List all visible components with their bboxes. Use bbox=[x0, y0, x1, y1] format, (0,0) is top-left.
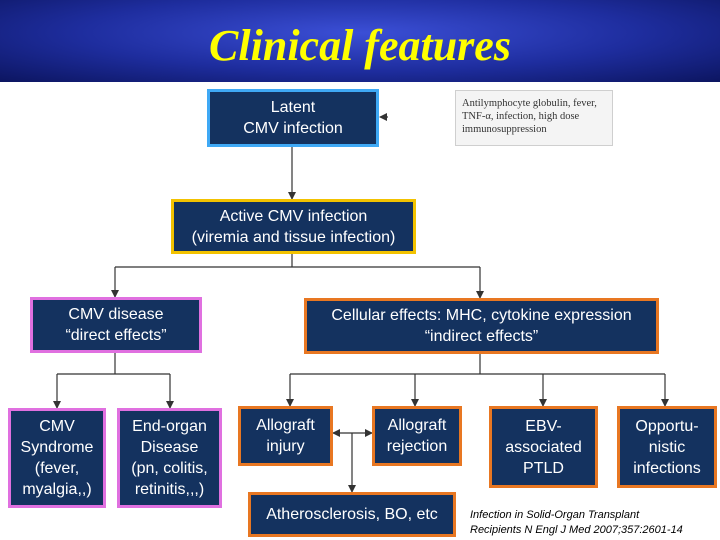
node-text: Latent bbox=[270, 99, 316, 116]
node-ebv-ptld: EBV- associated PTLD bbox=[489, 406, 598, 488]
node-allograft-rejection: Allograft rejection bbox=[372, 406, 462, 466]
node-text: Allograft bbox=[387, 417, 447, 434]
node-cmv-disease: CMV disease “direct effects” bbox=[30, 297, 202, 353]
node-opportunistic-infections: Opportu- nistic infections bbox=[617, 406, 717, 488]
node-text: Disease bbox=[140, 439, 199, 456]
citation: Infection in Solid-Organ Transplant Reci… bbox=[470, 508, 720, 538]
node-text: injury bbox=[266, 438, 305, 455]
node-text: CMV bbox=[39, 418, 75, 435]
node-text: (fever, bbox=[34, 460, 80, 477]
node-text: Opportu- bbox=[635, 417, 699, 435]
slide-title: Clinical features bbox=[209, 21, 511, 70]
node-text: associated bbox=[505, 438, 582, 456]
note-box: Antilymphocyte globulin, fever, TNF-α, i… bbox=[455, 90, 613, 146]
node-text: CMV disease bbox=[68, 306, 164, 323]
node-text: Active CMV infection bbox=[219, 207, 368, 225]
node-text: Allograft bbox=[256, 417, 315, 434]
node-text: “indirect effects” bbox=[424, 328, 539, 345]
node-text: (pn, colitis, bbox=[131, 460, 208, 477]
node-cellular-effects: Cellular effects: MHC, cytokine expressi… bbox=[304, 298, 659, 354]
citation-line: Recipients N Engl J Med 2007;357:2601-14 bbox=[470, 524, 683, 536]
node-text: retinitis,,,) bbox=[134, 481, 205, 498]
title-banner bbox=[0, 0, 720, 82]
node-text: rejection bbox=[386, 438, 448, 455]
note-text: Antilymphocyte globulin, fever, TNF-α, i… bbox=[462, 98, 597, 135]
node-text: PTLD bbox=[523, 459, 564, 477]
node-allograft-injury: Allograft injury bbox=[238, 406, 333, 466]
node-text: Cellular effects: MHC, cytokine expressi… bbox=[331, 307, 632, 324]
node-active-cmv-infection: Active CMV infection (viremia and tissue… bbox=[171, 199, 416, 254]
node-text: CMV infection bbox=[243, 120, 343, 137]
node-end-organ-disease: End-organ Disease (pn, colitis, retiniti… bbox=[117, 408, 222, 508]
node-text: myalgia,,) bbox=[22, 481, 92, 498]
node-text: EBV- bbox=[525, 417, 562, 435]
node-atherosclerosis: Atherosclerosis, BO, etc bbox=[248, 492, 456, 537]
node-text: Syndrome bbox=[20, 439, 94, 456]
node-latent-cmv-infection: Latent CMV infection bbox=[207, 89, 379, 147]
node-text: infections bbox=[633, 459, 701, 477]
node-text: End-organ bbox=[132, 418, 207, 435]
node-cmv-syndrome: CMV Syndrome (fever, myalgia,,) bbox=[8, 408, 106, 508]
node-text: Atherosclerosis, BO, etc bbox=[266, 506, 438, 523]
citation-line: Infection in Solid-Organ Transplant bbox=[470, 509, 640, 521]
node-text: nistic bbox=[648, 438, 686, 456]
node-text: “direct effects” bbox=[65, 327, 167, 344]
node-text: (viremia and tissue infection) bbox=[191, 228, 396, 246]
